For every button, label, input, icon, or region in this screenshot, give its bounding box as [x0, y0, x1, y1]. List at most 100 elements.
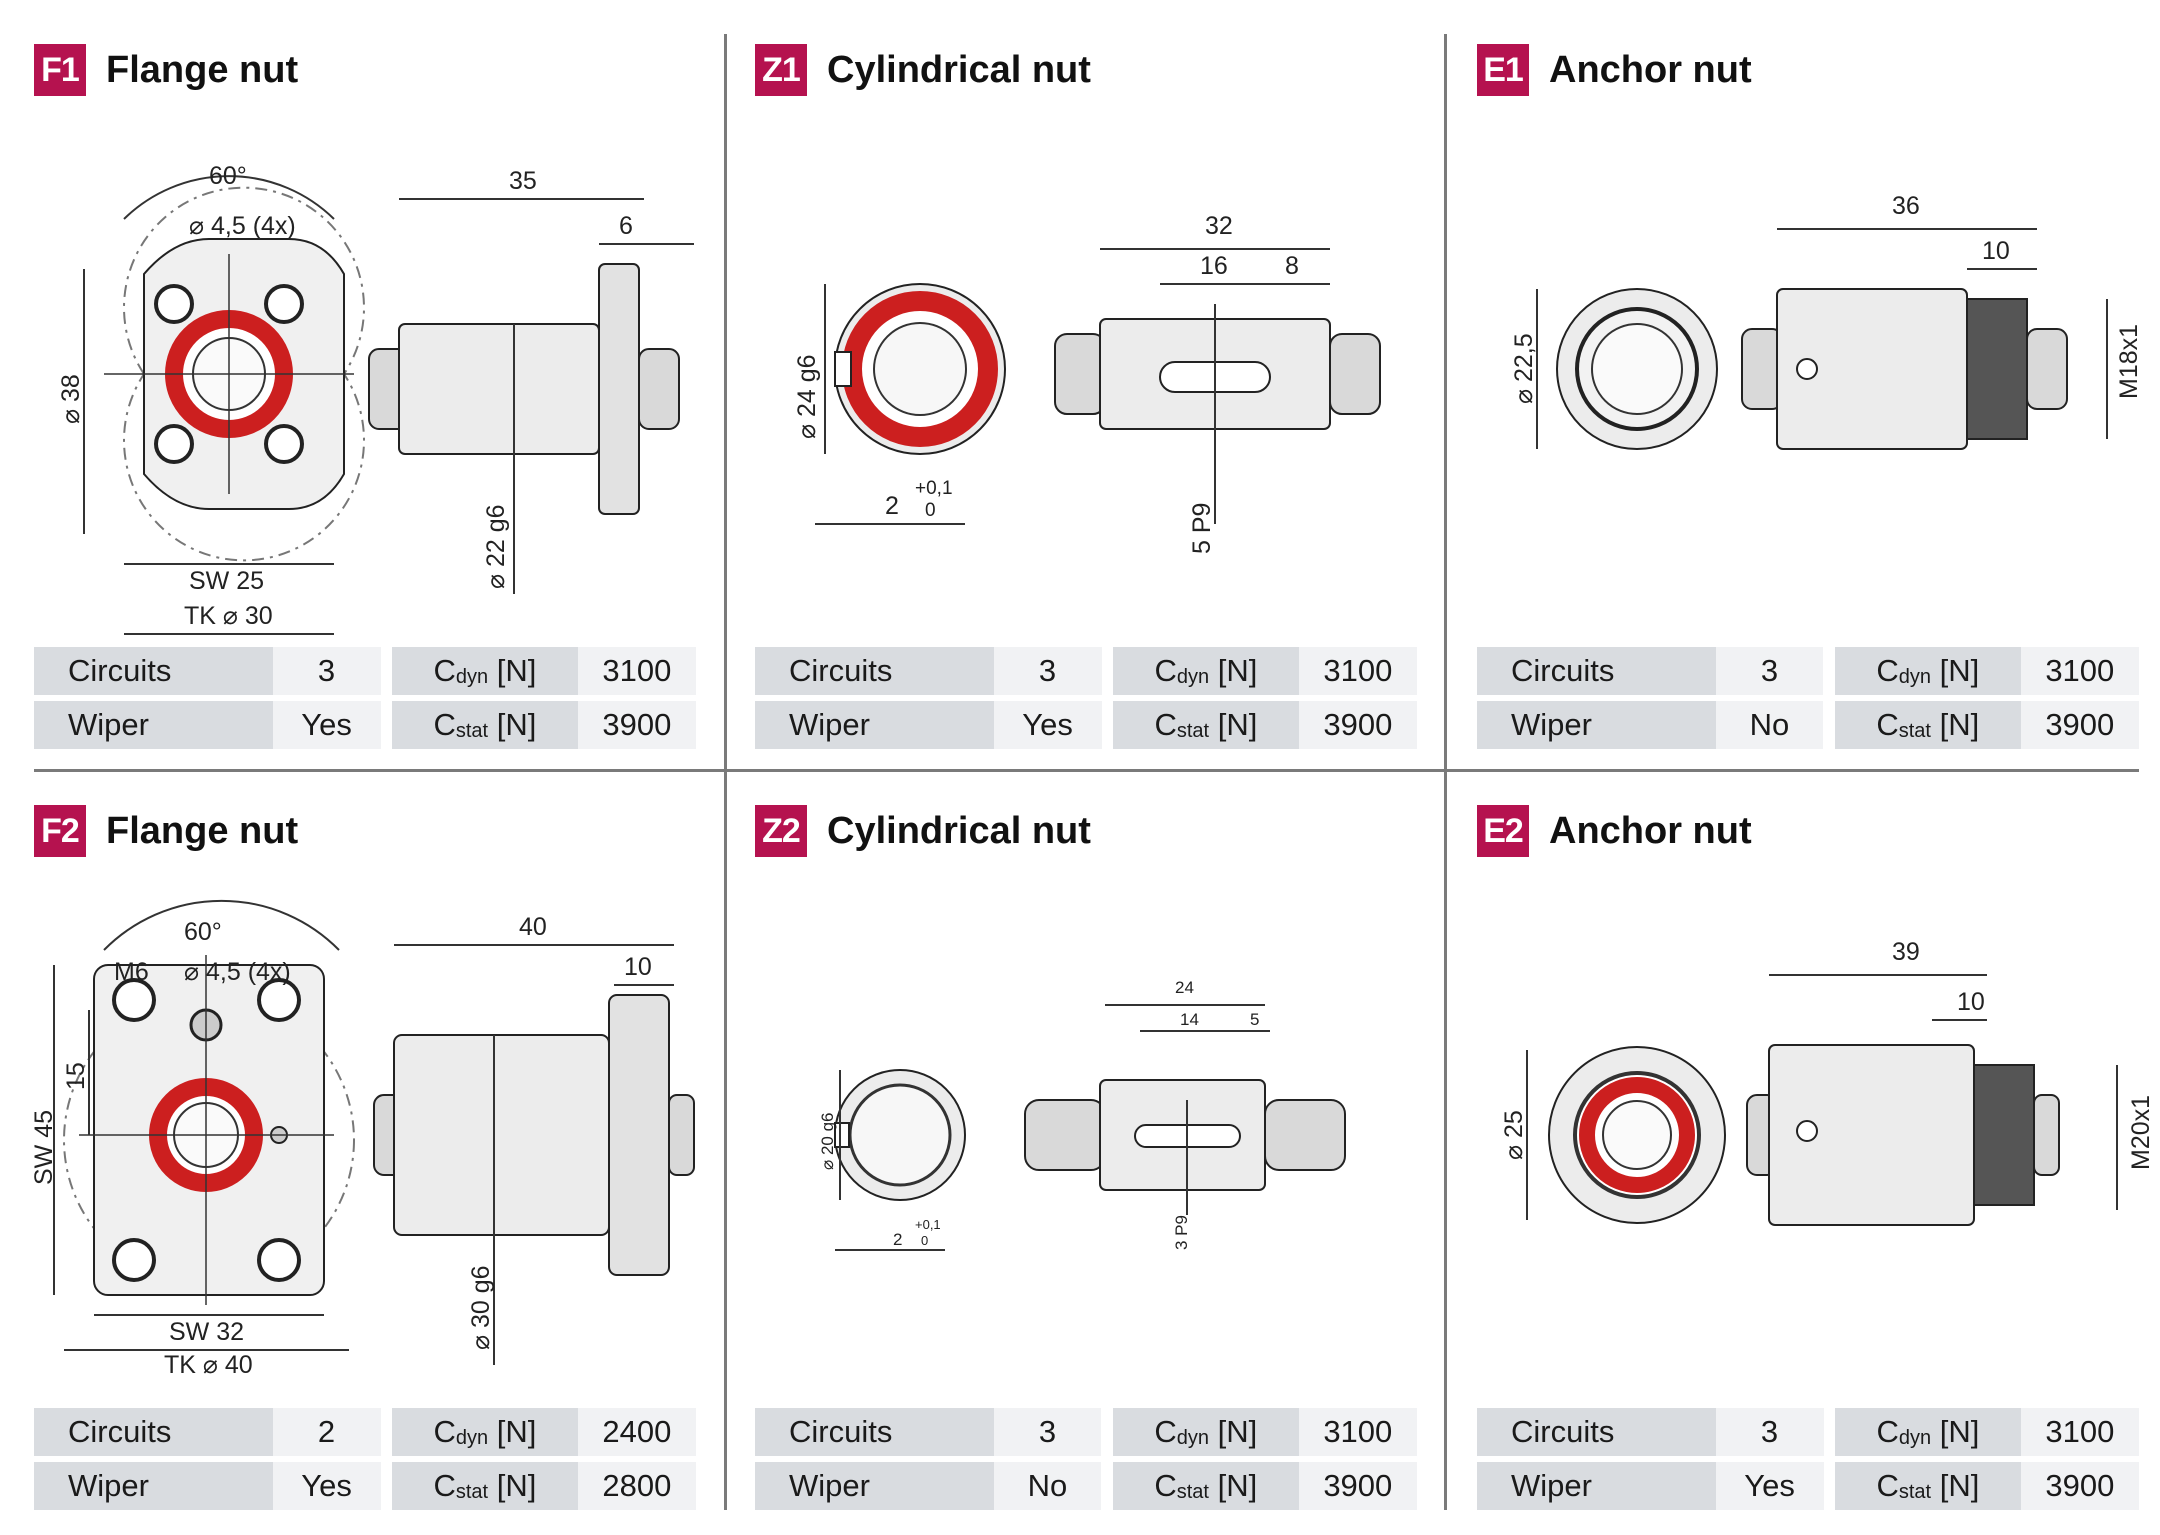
nut-type-heading: Cylindrical nut	[827, 48, 1091, 91]
wiper-value: Yes	[993, 701, 1102, 749]
dim-length: 40	[519, 913, 547, 941]
circuits-label: Circuits	[755, 647, 994, 695]
circuits-label: Circuits	[34, 647, 273, 695]
wiper-value: No	[1715, 701, 1824, 749]
wiper-value: Yes	[1715, 1462, 1824, 1510]
wiper-label: Wiper	[34, 701, 273, 749]
cell-gap	[381, 1408, 393, 1456]
table-row: Circuits 2 Cdyn [N] 2400	[34, 1408, 696, 1456]
variant-badge: F1	[34, 44, 86, 96]
table-row: Wiper No Cstat [N] 3900	[1477, 701, 2139, 749]
circuits-value: 3	[1715, 1408, 1824, 1456]
technical-drawing: 24 14 5 ⌀ 20 g6 2 +0,1 0 3 P9	[755, 885, 1445, 1405]
cstat-value: 3900	[577, 701, 696, 749]
table-row: Circuits 3 Cdyn [N] 3100	[755, 647, 1417, 695]
cstat-label: Cstat [N]	[392, 1462, 578, 1510]
cell-gap	[1823, 701, 1835, 749]
dim-length: 39	[1892, 938, 1920, 966]
dim-thread-size: M20x1	[2127, 1095, 2155, 1170]
row-divider	[34, 769, 2139, 772]
dim-keyway-depth: 2	[893, 1230, 902, 1249]
variant-badge: Z1	[755, 44, 807, 96]
panel-e2-anchor-nut: E2 Anchor nut 39 10	[1477, 795, 2160, 1535]
table-row: Circuits 3 Cdyn [N] 3100	[34, 647, 696, 695]
variant-badge: F2	[34, 805, 86, 857]
cell-gap	[381, 1462, 393, 1510]
panel-title: E1 Anchor nut	[1477, 44, 1752, 96]
cdyn-label: Cdyn [N]	[1835, 1408, 2021, 1456]
panel-f2-flange-nut: F2 Flange nut	[34, 795, 724, 1535]
table-row: Wiper No Cstat [N] 3900	[755, 1462, 1417, 1510]
dim-flange-width: 10	[624, 953, 652, 981]
circuits-value: 3	[1715, 647, 1824, 695]
dim-thread-size: M18x1	[2115, 324, 2143, 399]
dim-thread-length: 10	[1957, 988, 1985, 1016]
circuits-value: 3	[993, 1408, 1102, 1456]
circuits-label: Circuits	[755, 1408, 994, 1456]
variant-badge: Z2	[755, 805, 807, 857]
dim-thread: M6	[114, 958, 149, 986]
cstat-value: 3900	[1298, 701, 1417, 749]
dim-shaft-diameter: ⌀ 30 g6	[467, 1265, 495, 1350]
technical-drawing: 60° ⌀ 4,5 (4x) 35 6 ⌀ 38 SW 25 TK ⌀ 30 ⌀…	[34, 124, 724, 644]
wiper-label: Wiper	[34, 1462, 273, 1510]
wiper-value: No	[993, 1462, 1102, 1510]
circuits-value: 3	[272, 647, 381, 695]
circuits-label: Circuits	[1477, 1408, 1716, 1456]
dim-tolerance-lower: 0	[925, 500, 936, 521]
dim-keyway-depth: 2	[885, 492, 899, 520]
cell-gap	[1823, 647, 1835, 695]
table-row: Wiper Yes Cstat [N] 3900	[1477, 1462, 2139, 1510]
dim-angle: 60°	[209, 162, 247, 190]
panel-title: Z2 Cylindrical nut	[755, 805, 1091, 857]
cdyn-label: Cdyn [N]	[392, 1408, 578, 1456]
spec-table: Circuits 3 Cdyn [N] 3100 Wiper No Cstat …	[1477, 641, 2139, 755]
circuits-label: Circuits	[1477, 647, 1716, 695]
dim-slot-length: 14	[1180, 1010, 1199, 1029]
cdyn-value: 3100	[1298, 647, 1417, 695]
panel-e1-anchor-nut: E1 Anchor nut 36 10 ⌀ 22,5	[1477, 34, 2160, 774]
variant-badge: E2	[1477, 805, 1529, 857]
wiper-label: Wiper	[755, 1462, 994, 1510]
dim-wrench-size: SW 32	[169, 1318, 244, 1346]
dim-thread-length: 10	[1982, 237, 2010, 265]
spec-table: Circuits 3 Cdyn [N] 3100 Wiper Yes Cstat…	[755, 641, 1417, 755]
spec-table: Circuits 2 Cdyn [N] 2400 Wiper Yes Cstat…	[34, 1402, 696, 1516]
dim-length: 36	[1892, 192, 1920, 220]
cstat-value: 2800	[577, 1462, 696, 1510]
cstat-label: Cstat [N]	[1834, 701, 2021, 749]
cdyn-label: Cdyn [N]	[1834, 647, 2021, 695]
column-divider	[1444, 34, 1447, 1510]
dim-pitch-circle: TK ⌀ 30	[184, 602, 273, 630]
nut-type-heading: Flange nut	[106, 809, 299, 852]
dim-flange-width: 6	[619, 212, 633, 240]
dim-hole-diameter: ⌀ 4,5 (4x)	[189, 212, 296, 240]
table-row: Circuits 3 Cdyn [N] 3100	[1477, 647, 2139, 695]
panel-title: F1 Flange nut	[34, 44, 298, 96]
dim-angle: 60°	[184, 918, 222, 946]
cstat-label: Cstat [N]	[1835, 1462, 2021, 1510]
dim-outer-diameter: ⌀ 22,5	[1510, 333, 1538, 404]
dim-hole-diameter: ⌀ 4,5 (4x)	[184, 958, 291, 986]
cell-gap	[1824, 1462, 1836, 1510]
dim-wrench-size: SW 25	[189, 567, 264, 595]
cell-gap	[1101, 1408, 1113, 1456]
panel-title: E2 Anchor nut	[1477, 805, 1752, 857]
cell-gap	[1101, 1462, 1113, 1510]
cstat-value: 3900	[2020, 1462, 2139, 1510]
dim-length: 35	[509, 167, 537, 195]
spec-table: Circuits 3 Cdyn [N] 3100 Wiper No Cstat …	[755, 1402, 1417, 1516]
table-row: Circuits 3 Cdyn [N] 3100	[1477, 1408, 2139, 1456]
table-row: Wiper Yes Cstat [N] 3900	[755, 701, 1417, 749]
column-divider	[724, 34, 727, 1510]
dim-slot-length: 16	[1200, 252, 1228, 280]
panel-z2-cylindrical-nut: Z2 Cylindrical nut 24 14 5	[755, 795, 1445, 1535]
cylindrical-nut-drawing: 32 16 8 ⌀ 24 g6 2 +0,1 0 5 P9	[793, 212, 1381, 554]
dim-tolerance-upper: +0,1	[915, 1217, 941, 1232]
circuits-value: 3	[993, 647, 1102, 695]
wiper-value: Yes	[272, 701, 381, 749]
cdyn-value: 3100	[2020, 1408, 2139, 1456]
cdyn-value: 2400	[577, 1408, 696, 1456]
cdyn-value: 3100	[577, 647, 696, 695]
dim-slot-offset: 8	[1285, 252, 1299, 280]
